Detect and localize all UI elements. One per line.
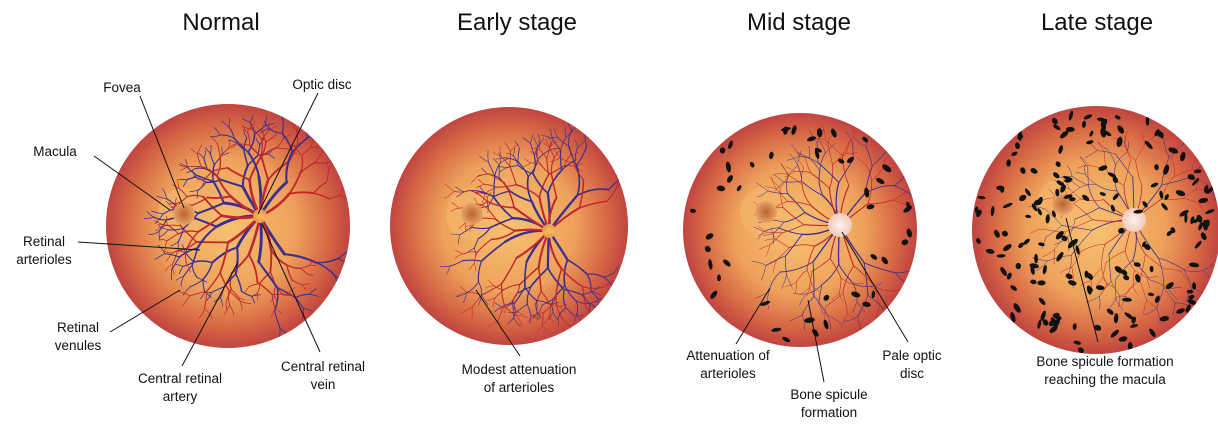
retinal-venule (321, 129, 328, 136)
retinal-venule (613, 287, 622, 290)
retinal-arteriole (309, 130, 314, 137)
label-late-bone-spicule-1: Bone spicule formation (1036, 354, 1173, 369)
retinal-venule (627, 158, 635, 174)
retinal-venule (353, 266, 364, 267)
retinal-venule (613, 287, 614, 296)
label-central-retinal-artery-1: Central retinal (138, 371, 222, 386)
fundus-disc (106, 104, 350, 348)
panel-title-early: Early stage (457, 9, 577, 36)
retinal-venule (627, 174, 643, 175)
panel-title-mid: Mid stage (747, 9, 851, 36)
fovea (755, 201, 777, 223)
label-attenuation-of-arterioles-2: arterioles (700, 366, 756, 381)
label-central-retinal-artery-2: artery (163, 389, 198, 404)
retinal-venule (887, 148, 900, 151)
label-optic-disc: Optic disc (292, 77, 352, 92)
label-central-retinal-vein-1: Central retinal (281, 359, 365, 374)
retinal-venule (342, 290, 343, 302)
label-retinal-venules-1: Retinal (57, 320, 99, 335)
fundus-disc (683, 113, 917, 347)
retinal-venule (585, 125, 592, 133)
retinal-venule (885, 312, 900, 317)
label-late-bone-spicule-2: reaching the macula (1044, 372, 1166, 387)
label-central-retinal-vein-2: vein (311, 377, 336, 392)
optic-disc (253, 209, 267, 223)
retinal-venule (283, 108, 289, 118)
retinal-arteriole (595, 317, 605, 319)
retinal-arteriole (270, 249, 271, 272)
label-fovea: Fovea (103, 80, 141, 95)
fovea (173, 203, 195, 225)
retinal-venule (581, 124, 586, 133)
fundus-disc (390, 107, 628, 345)
retinal-venule (350, 280, 357, 288)
retinal-venule (909, 157, 914, 171)
retinal-arteriole (615, 280, 624, 281)
retinal-arteriole (895, 291, 904, 302)
retinal-arteriole (629, 180, 638, 182)
panel-title-late: Late stage (1041, 9, 1153, 36)
retinal-venule (1184, 132, 1188, 144)
retinal-venule (634, 152, 645, 159)
label-bone-spicule-formation-1: Bone spicule (790, 387, 867, 402)
retinal-venule (353, 266, 360, 275)
panel-title-normal: Normal (182, 9, 259, 36)
retinal-venule (1207, 149, 1211, 162)
fovea (461, 203, 483, 225)
retinal-arteriole (573, 328, 584, 332)
retinal-venule (912, 289, 927, 295)
label-attenuation-of-arterioles-1: Attenuation of (686, 348, 770, 363)
fundus-late-stage (972, 106, 1218, 354)
retinal-venule (343, 290, 352, 297)
retinal-venule (350, 275, 359, 280)
label-macula: Macula (33, 144, 77, 159)
label-pale-optic-disc-2: disc (900, 366, 924, 381)
pale-optic-disc (828, 213, 852, 237)
retinal-venule (917, 256, 927, 269)
fundus-disc (972, 106, 1218, 354)
retinal-venule (308, 117, 312, 124)
retinal-arteriole (595, 317, 598, 326)
retinal-arteriole (908, 180, 916, 191)
retinal-arteriole (616, 165, 619, 173)
retinal-venule (917, 270, 930, 279)
retinal-venule (885, 137, 886, 151)
optic-disc (542, 224, 556, 238)
label-retinal-arterioles-1: Retinal (23, 234, 65, 249)
label-bone-spicule-formation-2: formation (801, 405, 857, 420)
label-retinal-venules-2: venules (55, 338, 102, 353)
label-retinal-arterioles-2: arterioles (16, 252, 72, 267)
fundus-early-stage (390, 107, 652, 345)
label-pale-optic-disc-1: Pale optic (882, 348, 942, 363)
retinal-venule (914, 194, 928, 195)
retinal-venule (643, 168, 652, 173)
retinal-venule (885, 312, 889, 327)
fundus-mid-stage (683, 113, 930, 347)
retinal-venule (352, 246, 365, 248)
retinal-arteriole (629, 172, 634, 180)
label-modest-attenuation-2: of arterioles (484, 380, 555, 395)
retinal-venule (352, 237, 354, 249)
retinal-venule (1207, 159, 1218, 163)
label-modest-attenuation-1: Modest attenuation (462, 362, 577, 377)
